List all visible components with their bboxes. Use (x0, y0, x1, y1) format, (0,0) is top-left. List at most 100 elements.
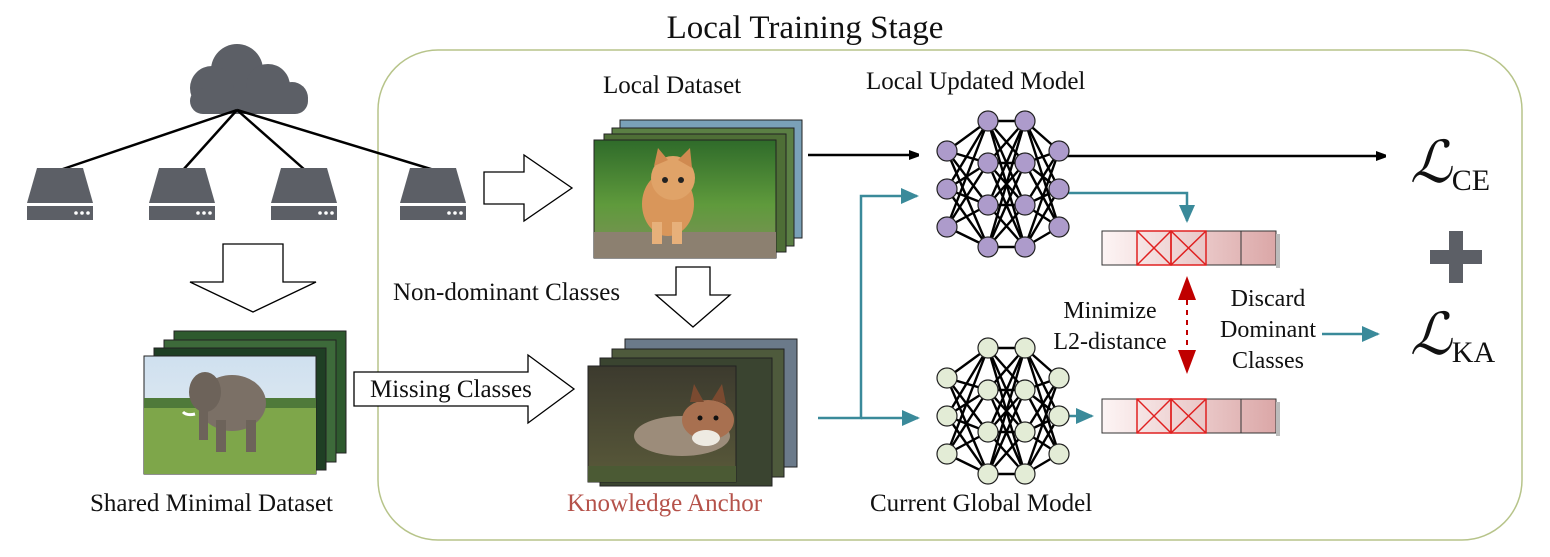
network-node (1014, 110, 1036, 132)
network-node (1048, 216, 1070, 238)
network-node (1014, 236, 1036, 258)
network-node (977, 194, 999, 216)
network-node (1048, 443, 1070, 465)
discard-cross-icon (1136, 230, 1207, 266)
non-dominant-classes-label: Non-dominant Classes (393, 279, 621, 306)
l2-distance-double-arrow (1178, 276, 1196, 374)
network-edge (945, 120, 990, 190)
network-edge (986, 389, 1027, 475)
network-node (977, 337, 999, 359)
ka-loss-symbol: ℒ (1410, 300, 1452, 368)
network-edge (946, 415, 989, 475)
network-node (1014, 194, 1036, 216)
network-edge (986, 347, 1027, 475)
network-edge (1023, 120, 1061, 228)
network-node (1014, 379, 1036, 401)
network-edge (945, 347, 990, 417)
hollow-arrow-right (483, 153, 574, 223)
current-global-model-label: Current Global Model (870, 490, 1093, 517)
discard-line2: Dominant (1220, 317, 1316, 343)
discard-line3: Classes (1232, 348, 1304, 374)
network-node (936, 216, 958, 238)
network-edge (986, 120, 1027, 206)
discard-dominant-classes-label: Discard Dominant Classes (1210, 284, 1326, 377)
network-node (977, 110, 999, 132)
network-edge (946, 188, 989, 248)
network-edge (1023, 377, 1061, 475)
network-node (977, 236, 999, 258)
local-training-stage-frame (377, 49, 1523, 541)
network-edge (1023, 188, 1061, 248)
network-edge (1023, 415, 1061, 475)
network-node (936, 178, 958, 200)
current-global-model-network (936, 337, 1070, 485)
network-node (936, 140, 958, 162)
network-node (1048, 178, 1070, 200)
network-edge (1023, 389, 1061, 455)
network-node (1014, 463, 1036, 485)
network-edge (945, 347, 990, 455)
cloud-icon (190, 44, 308, 114)
ce-loss-label: ℒCE (1410, 128, 1491, 197)
network-node (1014, 337, 1036, 359)
discard-cross-icon (1136, 398, 1207, 434)
local-dataset-label: Local Dataset (603, 72, 742, 99)
network-edge (1023, 347, 1061, 455)
network-node (936, 443, 958, 465)
minimize-line2: L2-distance (1053, 329, 1167, 355)
global-logits-bar (1101, 398, 1280, 436)
network-edge (986, 347, 1027, 433)
network-links (59, 108, 435, 172)
network-edge (945, 150, 990, 248)
network-edge (986, 120, 1027, 248)
network-edge (1023, 162, 1061, 228)
network-edge (1023, 150, 1061, 206)
network-node (1048, 140, 1070, 162)
network-node (977, 379, 999, 401)
local-logits-bar (1101, 230, 1280, 268)
hollow-arrow-down (654, 266, 732, 328)
knowledge-anchor-image-stack (587, 338, 798, 487)
ce-loss-symbol: ℒ (1410, 128, 1452, 196)
server-icon (27, 168, 93, 220)
local-updated-model-label: Local Updated Model (866, 68, 1086, 95)
hollow-arrow-down (189, 243, 317, 313)
hollow-arrow-right (353, 353, 576, 425)
network-edge (946, 377, 989, 433)
network-edge (945, 120, 990, 228)
network-node (1014, 152, 1036, 174)
ka-loss-label: ℒKA (1410, 300, 1496, 369)
network-edge (1023, 377, 1061, 433)
teal-flow-arrows (818, 188, 1380, 426)
shared-minimal-dataset-image-stack (143, 330, 347, 475)
ka-loss-subscript: KA (1451, 336, 1496, 369)
network-node (1048, 405, 1070, 427)
network-edge (1023, 120, 1061, 190)
server-icon (149, 168, 215, 220)
network-edge (1023, 347, 1061, 417)
network-edge (986, 162, 1027, 248)
minimize-line1: Minimize (1063, 298, 1157, 324)
knowledge-anchor-label: Knowledge Anchor (567, 490, 763, 517)
network-edge (945, 389, 990, 455)
network-node (977, 463, 999, 485)
network-node (977, 421, 999, 443)
ce-loss-subscript: CE (1451, 164, 1491, 197)
server-icon (400, 168, 466, 220)
local-updated-model-network (936, 110, 1070, 258)
shared-minimal-dataset-label: Shared Minimal Dataset (90, 490, 333, 517)
network-node (977, 152, 999, 174)
server-icon (271, 168, 337, 220)
network-node (936, 405, 958, 427)
minimize-l2-distance-label: Minimize L2-distance (1048, 296, 1172, 358)
network-node (1014, 421, 1036, 443)
plus-sign (1430, 231, 1482, 283)
network-edge (945, 377, 990, 475)
local-dataset-image-stack (593, 119, 803, 259)
stage-title: Local Training Stage (666, 10, 944, 46)
network-edge (946, 150, 989, 206)
discard-line1: Discard (1230, 286, 1306, 312)
network-node (936, 367, 958, 389)
network-node (1048, 367, 1070, 389)
